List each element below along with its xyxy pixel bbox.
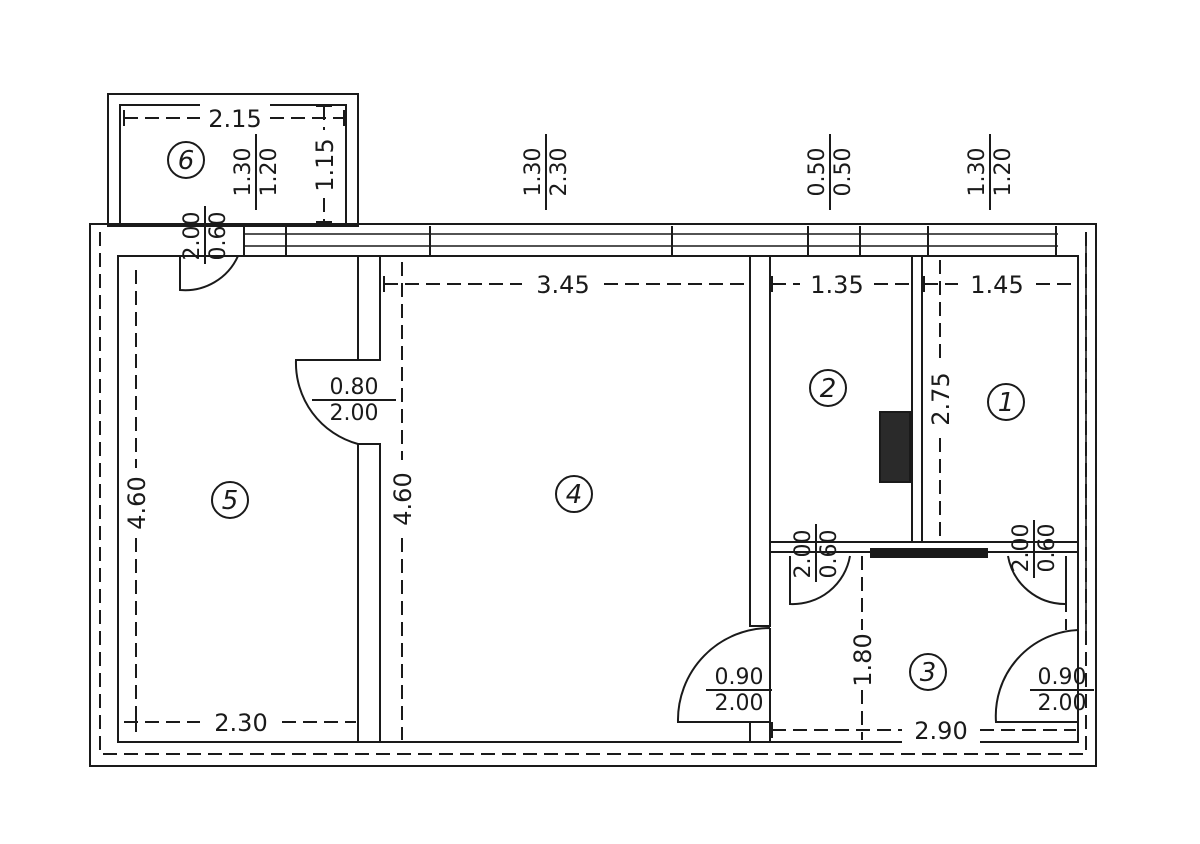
room1-width-label: 1.45 — [970, 271, 1023, 299]
doors — [179, 255, 1079, 723]
window-labels: 1.30 1.20 1.30 2.30 0.50 0.50 1.30 1.20 — [231, 148, 1016, 197]
door-labels: 2.00 0.60 0.80 2.00 2.00 0.60 2.00 0.60 … — [180, 212, 1086, 716]
room-3-number: 3 — [920, 658, 937, 688]
room3-width-label: 2.90 — [914, 717, 967, 745]
chimney — [879, 411, 911, 483]
door-room1-top: 2.00 — [1009, 524, 1034, 573]
door-label-bars — [204, 206, 1094, 691]
door-balcony-top: 2.00 — [180, 212, 205, 261]
door-balcony-bottom: 0.60 — [206, 212, 231, 261]
window-1-top: 1.30 — [231, 148, 256, 197]
dimension-lines — [123, 105, 1076, 740]
door-room2-top: 2.00 — [791, 530, 816, 579]
room2-width-label: 1.35 — [810, 271, 863, 299]
door-entry-top: 0.90 — [1038, 665, 1087, 690]
window-4-bottom: 1.20 — [991, 148, 1016, 197]
door-room5-bottom: 2.00 — [330, 401, 379, 426]
room-numbers: 1 2 3 4 5 6 — [167, 141, 1025, 691]
window-3-bottom: 0.50 — [831, 148, 856, 197]
room4-width-label: 3.45 — [536, 271, 589, 299]
room3-length-label: 1.80 — [849, 633, 877, 686]
outer-walls — [89, 223, 1097, 767]
window-4-top: 1.30 — [965, 148, 990, 197]
door-room5-top: 0.80 — [330, 375, 379, 400]
room-1-number: 1 — [998, 388, 1015, 418]
room1-length-label: 2.75 — [927, 372, 955, 425]
door-room4-bottom: 2.00 — [715, 691, 764, 716]
dimension-labels: 2.15 1.15 4.60 2.30 3.45 4.60 1.35 1.45 … — [122, 104, 1036, 745]
room5-width-label: 2.30 — [214, 709, 267, 737]
room-2-number: 2 — [820, 374, 837, 404]
door-room1-bottom: 0.60 — [1035, 524, 1060, 573]
balcony-width-label: 2.15 — [208, 105, 261, 133]
door-room4-top: 0.90 — [715, 665, 764, 690]
window-3-top: 0.50 — [805, 148, 830, 197]
door-room2-bottom: 0.60 — [817, 530, 842, 579]
radiator — [870, 548, 988, 558]
room-5-number: 5 — [222, 486, 239, 516]
window-label-bars — [255, 134, 991, 210]
room4-length-label: 4.60 — [389, 472, 417, 525]
window-1-bottom: 1.20 — [257, 148, 282, 197]
interior-walls — [357, 255, 1078, 743]
door-entry-bottom: 2.00 — [1038, 691, 1087, 716]
window-2-top: 1.30 — [521, 148, 546, 197]
room-6-number: 6 — [178, 146, 195, 176]
window-2-bottom: 2.30 — [547, 148, 572, 197]
balcony-depth-label: 1.15 — [311, 138, 339, 191]
room-4-number: 4 — [566, 480, 583, 510]
room5-length-label: 4.60 — [123, 476, 151, 529]
